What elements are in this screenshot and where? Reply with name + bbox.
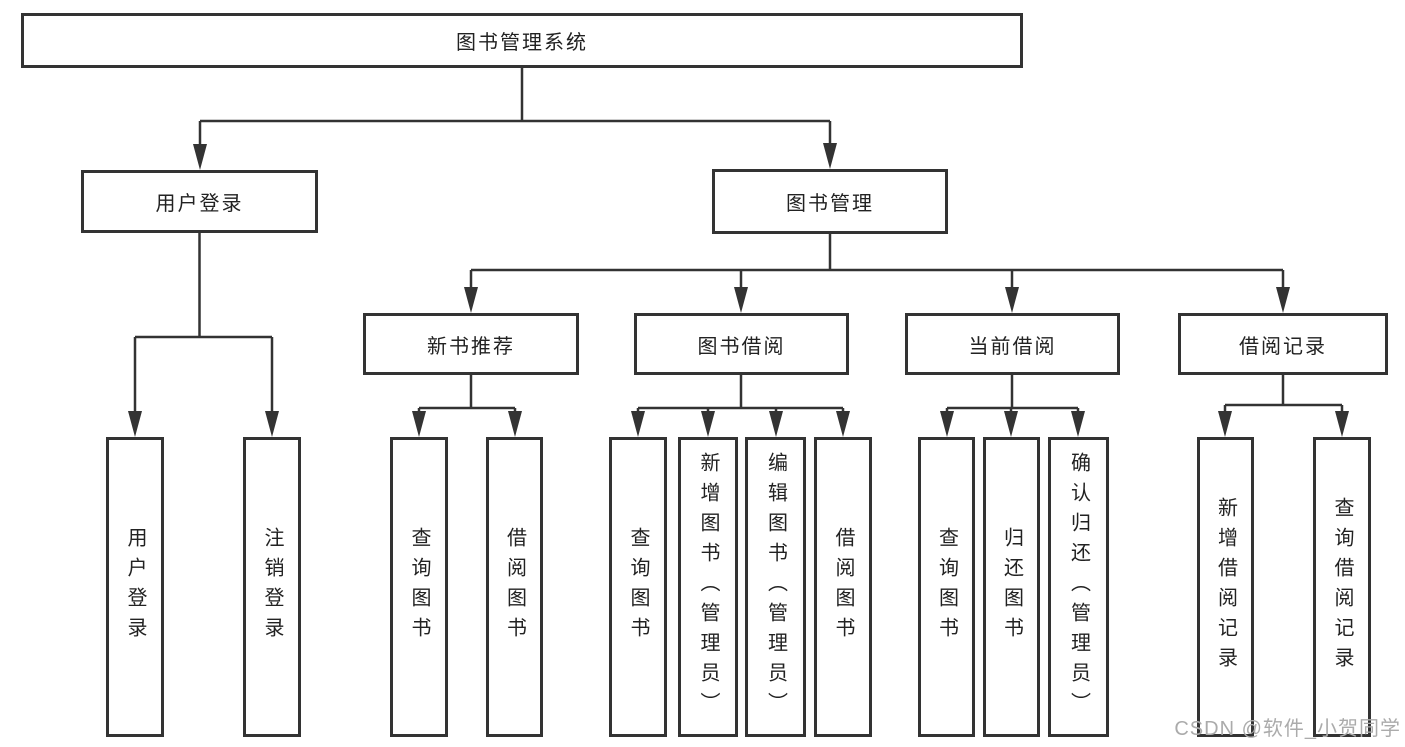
- leaf-add-books-admin-label: 新增图书（管理员）: [697, 452, 719, 722]
- leaf-confirm-return-admin-label: 确认归还（管理员）: [1067, 452, 1090, 722]
- node-borrow-records: 借阅记录: [1178, 313, 1388, 375]
- leaf-user-login: 用户登录: [106, 437, 164, 737]
- leaf-query-books-current: 查询图书: [918, 437, 975, 737]
- node-book-borrow: 图书借阅: [634, 313, 849, 375]
- leaf-confirm-return-admin: 确认归还（管理员）: [1048, 437, 1109, 737]
- leaf-return-books: 归还图书: [983, 437, 1040, 737]
- leaf-borrow-books: 借阅图书: [814, 437, 872, 737]
- csdn-watermark: CSDN @软件_小贺同学: [1174, 718, 1401, 740]
- leaf-borrow-books-recommend: 借阅图书: [486, 437, 543, 737]
- leaf-return-books-label: 归还图书: [1000, 527, 1023, 647]
- leaf-query-books-borrow: 查询图书: [609, 437, 667, 737]
- node-current-borrow-label: 当前借阅: [968, 335, 1057, 358]
- leaf-add-books-admin: 新增图书（管理员）: [678, 437, 738, 737]
- node-new-book-recommend: 新书推荐: [363, 313, 579, 375]
- node-borrow-records-label: 借阅记录: [1239, 335, 1327, 358]
- leaf-borrow-books-recommend-label: 借阅图书: [503, 527, 526, 647]
- node-book-borrow-label: 图书借阅: [697, 335, 786, 358]
- node-current-borrow: 当前借阅: [905, 313, 1120, 375]
- leaf-edit-books-admin: 编辑图书（管理员）: [745, 437, 806, 737]
- arrowheads: [128, 143, 1349, 437]
- leaf-add-borrow-record: 新增借阅记录: [1197, 437, 1254, 737]
- node-new-book-recommend-label: 新书推荐: [427, 335, 515, 358]
- node-book-management-label: 图书管理: [786, 193, 874, 215]
- node-user-login-label: 用户登录: [155, 193, 244, 215]
- leaf-query-books-borrow-label: 查询图书: [627, 527, 649, 647]
- leaf-query-books-recommend-label: 查询图书: [408, 527, 430, 647]
- leaf-add-borrow-record-label: 新增借阅记录: [1214, 497, 1237, 677]
- leaf-query-books-current-label: 查询图书: [935, 527, 958, 647]
- leaf-user-login-label: 用户登录: [124, 527, 146, 647]
- node-root-label: 图书管理系统: [456, 32, 588, 54]
- leaf-borrow-books-label: 借阅图书: [832, 527, 854, 647]
- node-user-login: 用户登录: [81, 170, 318, 233]
- leaf-query-books-recommend: 查询图书: [390, 437, 448, 737]
- node-root: 图书管理系统: [21, 13, 1023, 68]
- leaf-logout-label: 注销登录: [261, 527, 283, 647]
- leaf-logout: 注销登录: [243, 437, 301, 737]
- leaf-query-borrow-record: 查询借阅记录: [1313, 437, 1371, 737]
- leaf-query-borrow-record-label: 查询借阅记录: [1331, 497, 1353, 677]
- node-book-management: 图书管理: [712, 169, 948, 234]
- leaf-edit-books-admin-label: 编辑图书（管理员）: [764, 452, 787, 722]
